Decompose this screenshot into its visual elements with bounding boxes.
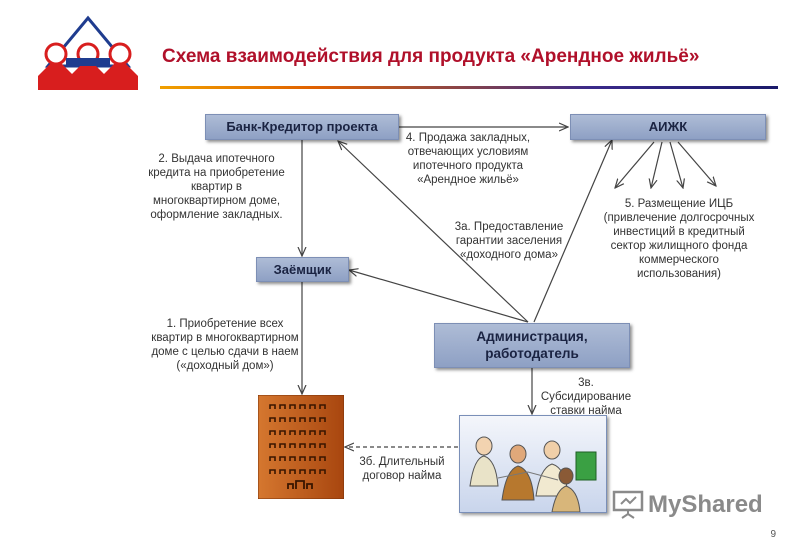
arrow-aizhk-fan-2 xyxy=(651,141,663,188)
house-flag-logo-icon xyxy=(38,15,138,90)
arrow-admin-to-borrower xyxy=(349,270,529,323)
node-aizhk: АИЖК xyxy=(570,114,766,140)
node-borrower: Заёмщик xyxy=(256,257,349,282)
note-step-3b: 3б. Длительный договор найма xyxy=(359,456,445,483)
title-divider xyxy=(160,86,778,89)
arrow-admin-to-aizhk xyxy=(533,140,612,323)
page-title: Схема взаимодействия для продукта «Аренд… xyxy=(162,46,700,67)
node-admin: Администрация, работодатель xyxy=(434,323,630,368)
page-number: 9 xyxy=(770,529,776,540)
note-step-3v: 3в. Субсидирование ставки найма xyxy=(540,377,632,418)
arrow-admin-to-bank xyxy=(338,141,529,323)
watermark-text: MyShared xyxy=(648,491,763,518)
node-bank: Банк-Кредитор проекта xyxy=(205,114,399,140)
presentation-board-icon xyxy=(612,490,644,519)
note-step-2: 2. Выдача ипотечного кредита на приобрет… xyxy=(148,153,285,222)
arrow-aizhk-fan-1 xyxy=(615,141,655,188)
note-step-1: 1. Приобретение всех квартир в многоквар… xyxy=(151,318,299,373)
arrow-aizhk-fan-3 xyxy=(669,141,683,188)
note-step-3a: 3а. Предоставление гарантии заселения «д… xyxy=(454,221,564,262)
note-step-4: 4. Продажа закладных, отвечающих условия… xyxy=(405,132,531,187)
note-step-5: 5. Размещение ИЦБ (привлечение долгосроч… xyxy=(603,198,755,281)
apartment-building-icon xyxy=(258,395,344,499)
watermark: MyShared xyxy=(612,490,763,520)
arrow-aizhk-fan-4 xyxy=(677,141,716,186)
people-meeting-clipart xyxy=(459,415,607,513)
